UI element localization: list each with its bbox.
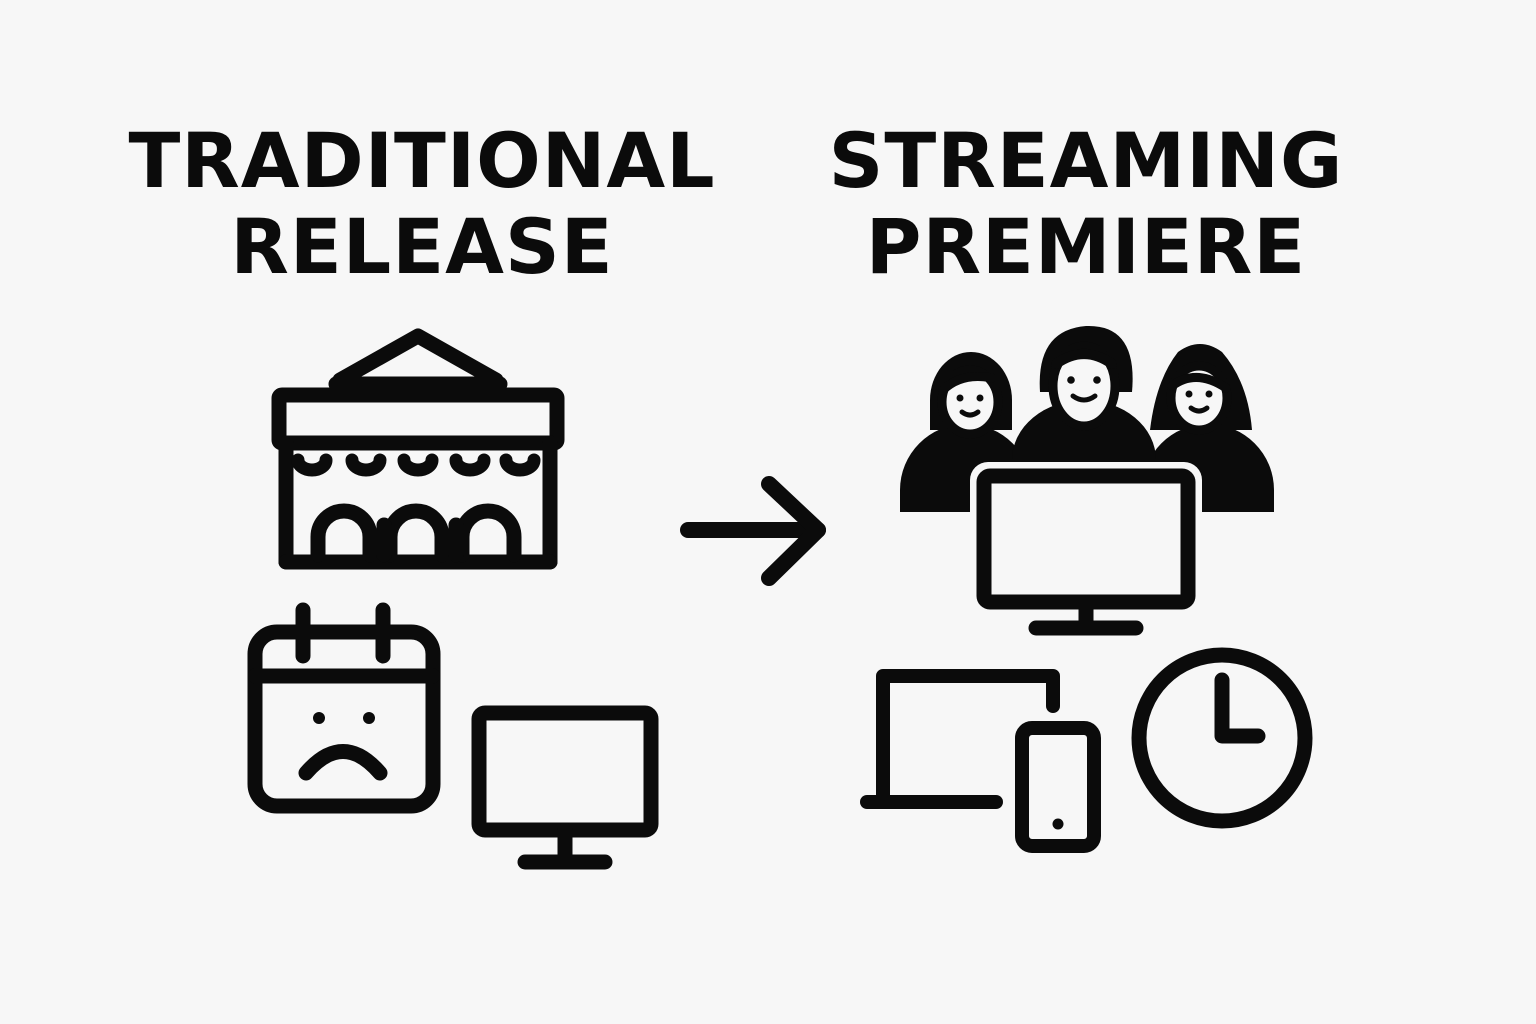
movie-theater-icon (271, 328, 565, 570)
traditional-release-title: TRADITIONAL RELEASE (102, 118, 742, 290)
monitor-icon (970, 462, 1202, 636)
clock-icon (1131, 647, 1313, 829)
title-line-1: STREAMING (828, 116, 1344, 205)
arrow-right-icon (680, 476, 826, 586)
laptop-icon (860, 669, 1060, 809)
smartphone-icon (1015, 721, 1101, 853)
title-line-2: RELEASE (230, 202, 614, 291)
title-line-2: PREMIERE (865, 202, 1307, 291)
person-icon (1012, 325, 1156, 470)
streaming-premiere-title: STREAMING PREMIERE (766, 118, 1406, 290)
title-line-1: TRADITIONAL (128, 116, 716, 205)
person-icon (900, 352, 1032, 512)
group-watching-icon (900, 325, 1274, 512)
sad-calendar-icon (247, 602, 441, 814)
monitor-icon (471, 705, 659, 870)
